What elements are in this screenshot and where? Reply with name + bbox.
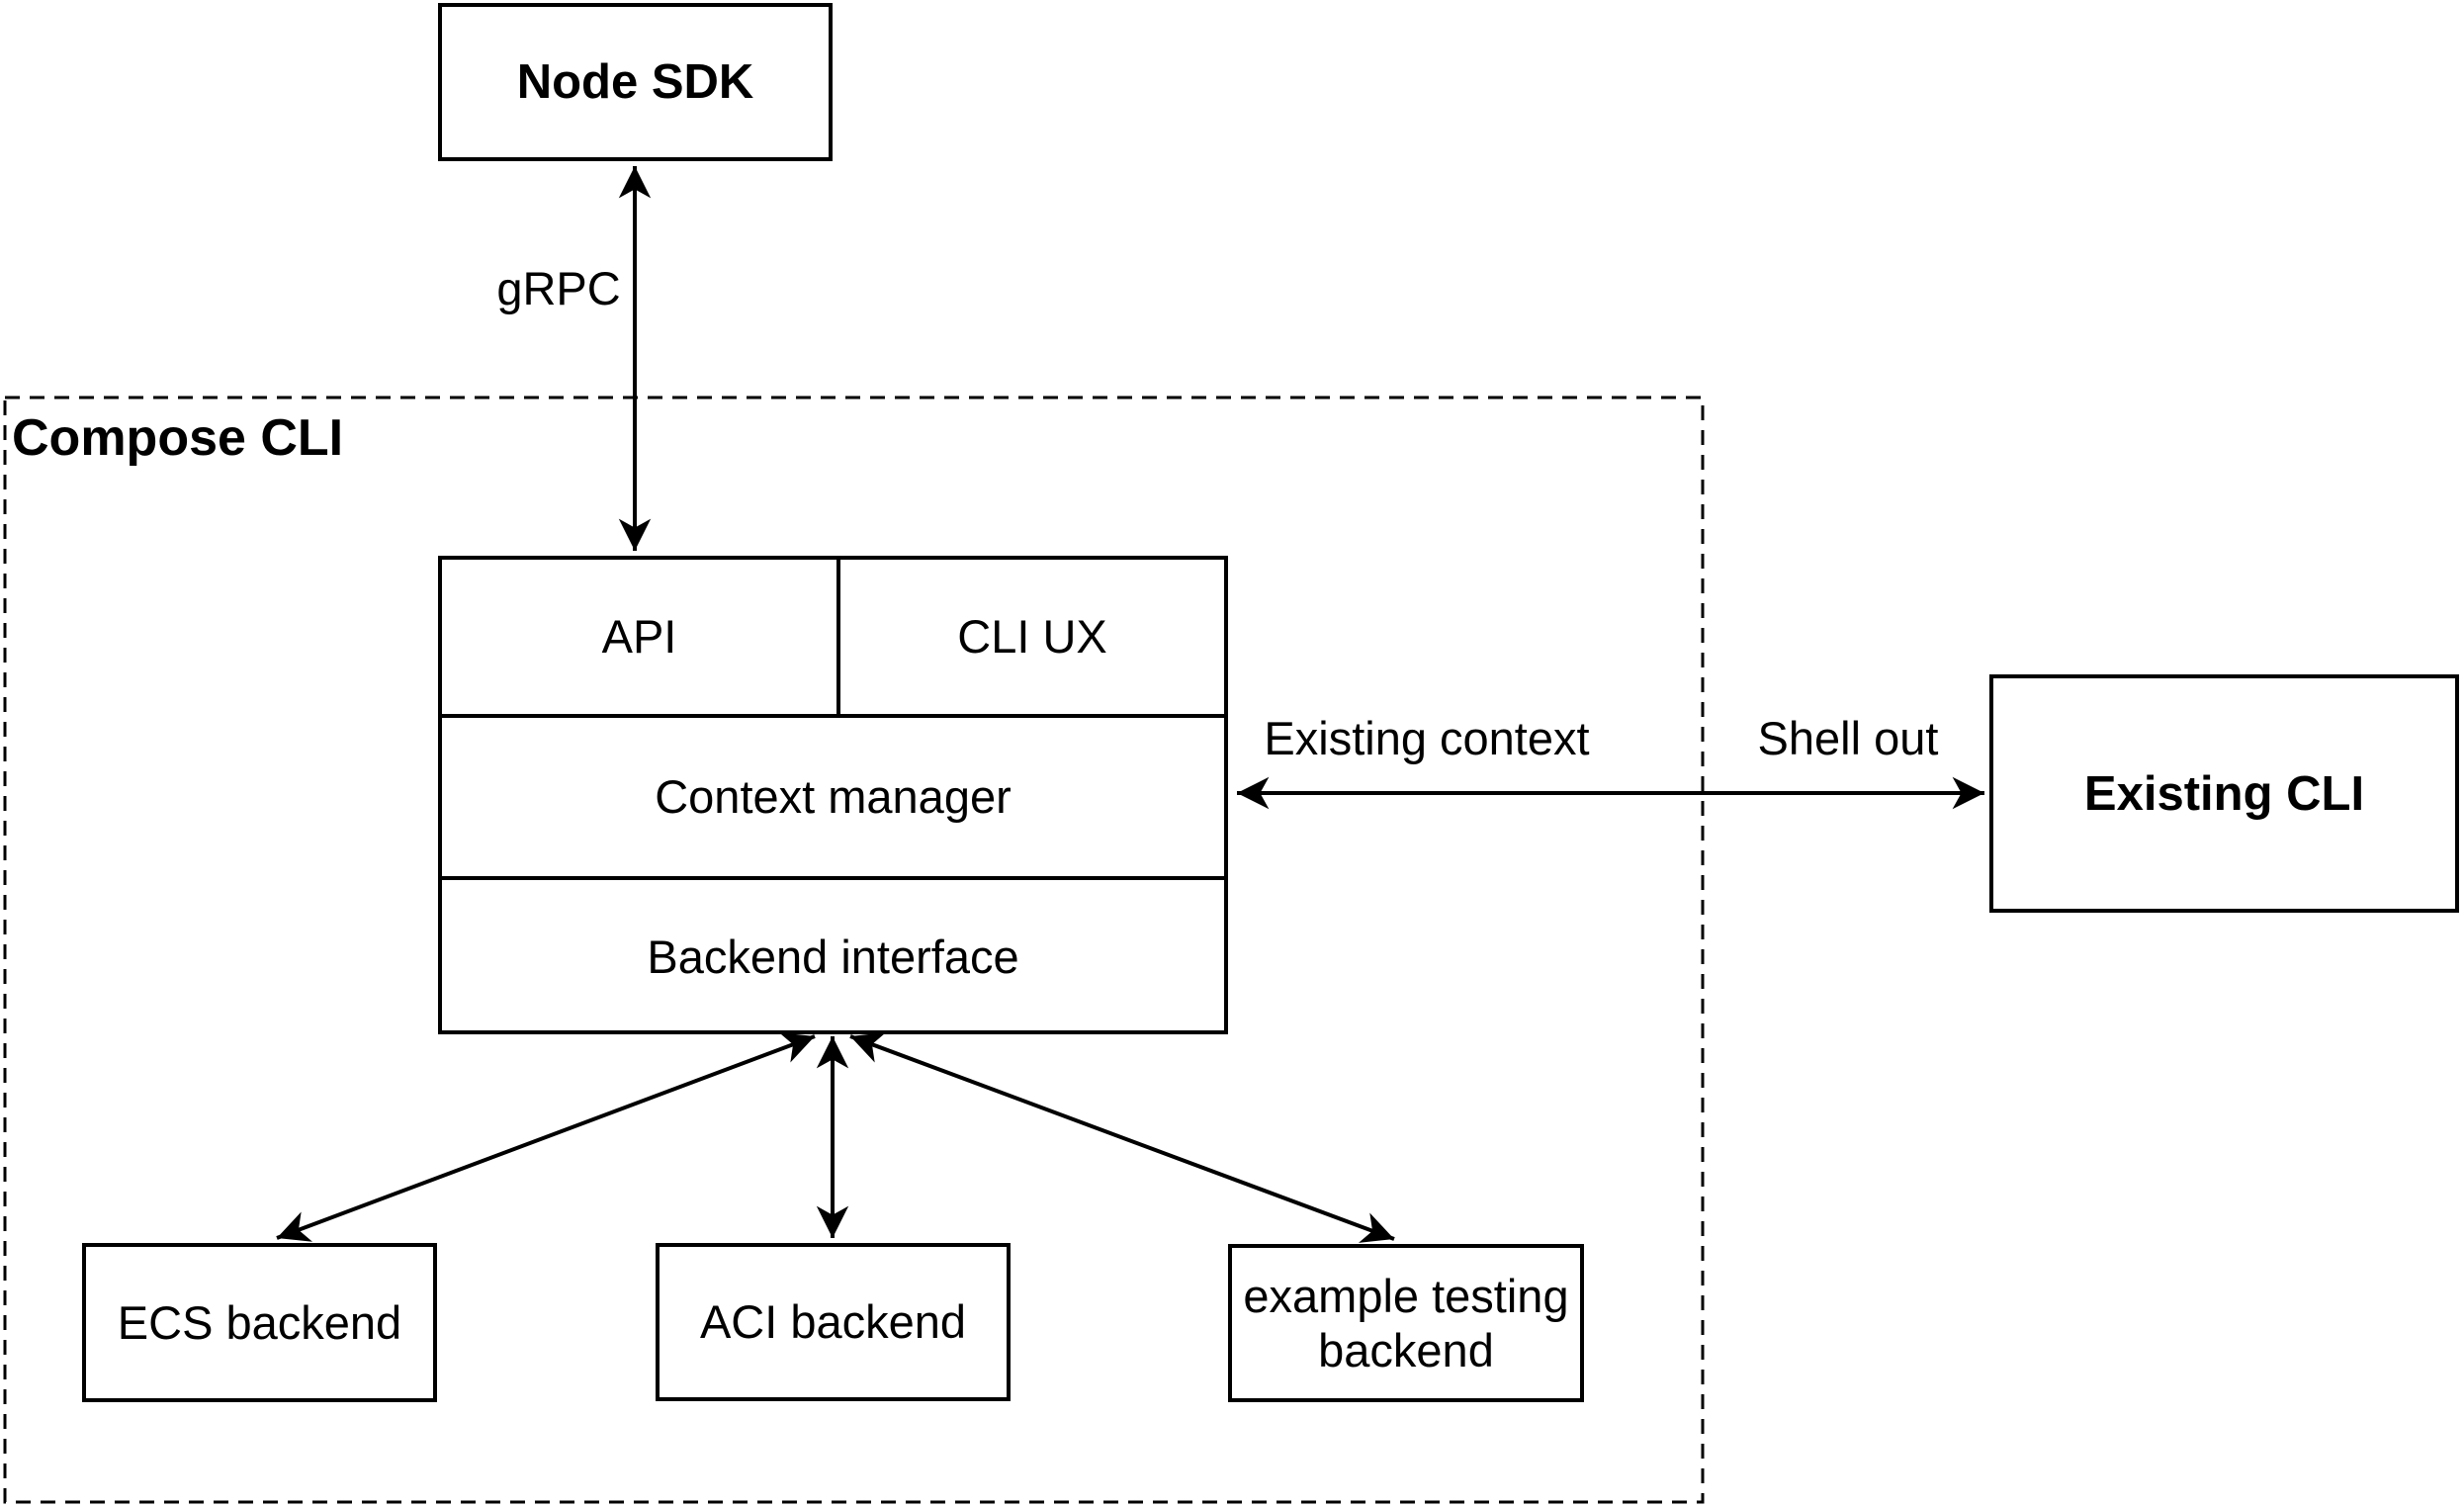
- ecs-backend-label: ECS backend: [117, 1295, 402, 1349]
- aci-backend-label: ACI backend: [699, 1295, 967, 1349]
- cli-stack-top-row: API CLI UX: [442, 560, 1224, 718]
- aci-backend-box: ACI backend: [656, 1243, 1011, 1401]
- ecs-backend-arrow: [276, 1032, 816, 1242]
- node-sdk-box: Node SDK: [438, 3, 833, 161]
- grpc-edge-label: gRPC: [496, 262, 621, 314]
- cli-ux-cell: CLI UX: [836, 560, 1224, 714]
- compose-cli-container-label: Compose CLI: [12, 409, 344, 467]
- example-testing-backend-box: example testing backend: [1228, 1244, 1584, 1402]
- api-cell: API: [442, 560, 836, 714]
- example-testing-backend-label: example testing backend: [1243, 1269, 1569, 1376]
- existing-cli-label: Existing CLI: [2083, 766, 2365, 821]
- backend-interface-cell: Backend interface: [442, 880, 1224, 1034]
- cli-ux-label: CLI UX: [957, 610, 1107, 664]
- existing-context-edge-label: Existing context: [1264, 712, 1590, 764]
- cli-stack-box: API CLI UX Context manager Backend inter…: [438, 556, 1228, 1034]
- example-testing-backend-arrow: [849, 1032, 1395, 1243]
- api-label: API: [601, 610, 677, 664]
- backend-interface-label: Backend interface: [647, 931, 1019, 984]
- node-sdk-label: Node SDK: [516, 55, 754, 109]
- existing-cli-box: Existing CLI: [1989, 674, 2459, 913]
- context-manager-cell: Context manager: [442, 718, 1224, 880]
- shell-out-edge-label: Shell out: [1757, 712, 1939, 764]
- context-manager-label: Context manager: [655, 770, 1012, 824]
- ecs-backend-box: ECS backend: [82, 1243, 437, 1402]
